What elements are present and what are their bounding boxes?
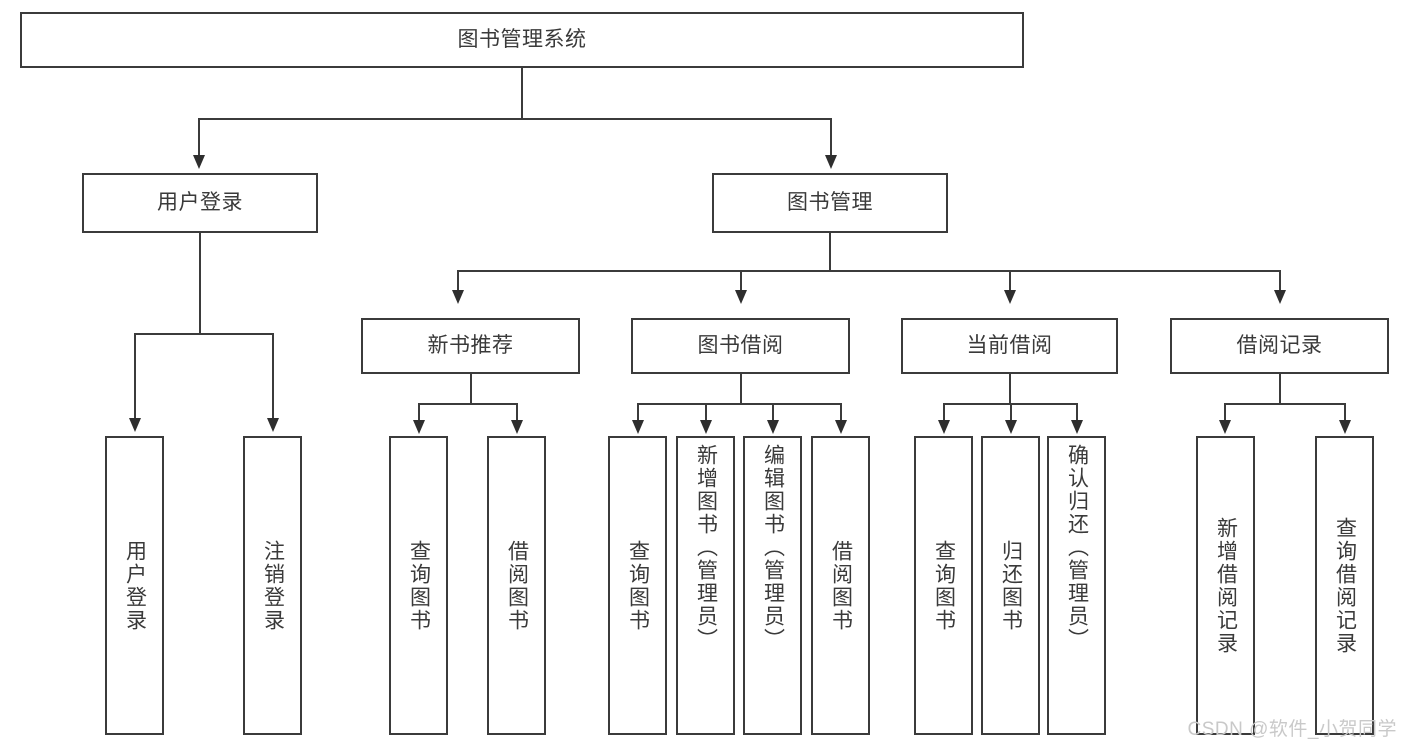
node-root-system[interactable]: 图书管理系统 (20, 12, 1024, 68)
connector-level2-bus (457, 270, 1281, 272)
leaf-label: 查询图书 (407, 539, 431, 632)
connector-user-login-stem (199, 233, 201, 334)
leaf-label: 新增图书（管理员） (694, 444, 718, 651)
connector-to-new-book (457, 270, 459, 290)
connector-new-book-leaf2 (516, 403, 518, 421)
node-label: 图书借阅 (697, 333, 784, 357)
connector-user-login-leaf1 (134, 333, 136, 418)
connector-current-borrow-leaf2 (1010, 403, 1012, 421)
connector-level1-bus (198, 118, 832, 120)
leaf-label: 查询借阅记录 (1333, 516, 1357, 655)
watermark-text: CSDN @软件_小贺同学 (1187, 719, 1397, 740)
leaf-label: 查询图书 (932, 539, 956, 632)
connector-new-book-bus (418, 403, 518, 405)
node-label: 新书推荐 (427, 333, 514, 357)
arrow-book-borrow-leaf1 (632, 420, 644, 434)
leaf-new-book-borrow-books[interactable]: 借阅图书 (487, 436, 546, 735)
node-borrow-record[interactable]: 借阅记录 (1170, 318, 1389, 374)
connector-new-book-leaf1 (418, 403, 420, 421)
leaf-borrow-record-query-record[interactable]: 查询借阅记录 (1315, 436, 1374, 735)
leaf-new-book-query-books[interactable]: 查询图书 (389, 436, 448, 735)
connector-user-login-leaf2 (272, 333, 274, 418)
leaf-label: 查询图书 (626, 539, 650, 632)
connector-current-borrow-leaf3 (1076, 403, 1078, 421)
arrow-borrow-record-leaf2 (1339, 420, 1351, 434)
node-new-book-recommend[interactable]: 新书推荐 (361, 318, 580, 374)
leaf-book-borrow-borrow-books[interactable]: 借阅图书 (811, 436, 870, 735)
arrow-user-login-leaf1 (129, 418, 141, 432)
connector-to-borrow-record (1279, 270, 1281, 290)
node-current-borrow[interactable]: 当前借阅 (901, 318, 1118, 374)
connector-to-current-borrow (1009, 270, 1011, 290)
arrow-borrow-record-leaf1 (1219, 420, 1231, 434)
connector-to-user-login (198, 118, 200, 156)
arrow-new-book-leaf1 (413, 420, 425, 434)
connector-user-login-bus (134, 333, 272, 335)
connector-to-book-mgmt (830, 118, 832, 156)
leaf-user-login-login[interactable]: 用户登录 (105, 436, 164, 735)
leaf-current-borrow-return-books[interactable]: 归还图书 (981, 436, 1040, 735)
arrow-book-borrow-leaf2 (700, 420, 712, 434)
connector-book-borrow-bus (637, 403, 841, 405)
connector-book-borrow-leaf2 (705, 403, 707, 421)
leaf-current-borrow-query-books[interactable]: 查询图书 (914, 436, 973, 735)
leaf-book-borrow-query-books[interactable]: 查询图书 (608, 436, 667, 735)
leaf-user-login-logout[interactable]: 注销登录 (243, 436, 302, 735)
node-label: 用户登录 (157, 190, 243, 214)
leaf-current-borrow-confirm-return-admin[interactable]: 确认归还（管理员） (1047, 436, 1106, 735)
node-user-login[interactable]: 用户登录 (82, 173, 318, 233)
leaf-book-borrow-edit-book-admin[interactable]: 编辑图书（管理员） (743, 436, 802, 735)
connector-book-borrow-leaf3 (772, 403, 774, 421)
leaf-label: 注销登录 (261, 539, 285, 632)
leaf-label: 新增借阅记录 (1214, 516, 1238, 655)
connector-book-borrow-leaf4 (840, 403, 842, 421)
arrow-current-borrow-leaf2 (1005, 420, 1017, 434)
leaf-label: 借阅图书 (505, 539, 529, 632)
leaf-label: 用户登录 (123, 539, 147, 632)
connector-borrow-record-bus (1224, 403, 1345, 405)
node-label: 借阅记录 (1236, 333, 1323, 357)
connector-book-borrow-leaf1 (637, 403, 639, 421)
arrow-current-borrow-leaf1 (938, 420, 950, 434)
arrow-to-user-login (193, 155, 205, 169)
connector-current-borrow-leaf1 (943, 403, 945, 421)
connector-borrow-record-leaf1 (1224, 403, 1226, 421)
node-label: 图书管理系统 (457, 27, 587, 51)
node-label: 图书管理 (787, 190, 873, 214)
connector-new-book-stem (470, 374, 472, 404)
connector-to-book-borrow (740, 270, 742, 290)
leaf-label: 借阅图书 (829, 539, 853, 632)
arrow-to-book-borrow (735, 290, 747, 304)
arrow-to-new-book (452, 290, 464, 304)
arrow-book-borrow-leaf4 (835, 420, 847, 434)
arrow-to-current-borrow (1004, 290, 1016, 304)
connector-current-borrow-stem (1009, 374, 1011, 404)
leaf-label: 确认归还（管理员） (1065, 444, 1089, 651)
arrow-user-login-leaf2 (267, 418, 279, 432)
connector-book-borrow-stem (740, 374, 742, 404)
node-label: 当前借阅 (966, 333, 1053, 357)
node-book-management[interactable]: 图书管理 (712, 173, 948, 233)
leaf-label: 编辑图书（管理员） (761, 444, 785, 651)
arrow-to-borrow-record (1274, 290, 1286, 304)
leaf-borrow-record-add-record[interactable]: 新增借阅记录 (1196, 436, 1255, 735)
connector-root-stem (521, 68, 523, 119)
arrow-current-borrow-leaf3 (1071, 420, 1083, 434)
connector-borrow-record-leaf2 (1344, 403, 1346, 421)
leaf-book-borrow-add-book-admin[interactable]: 新增图书（管理员） (676, 436, 735, 735)
connector-book-mgmt-stem (829, 233, 831, 271)
node-book-borrow[interactable]: 图书借阅 (631, 318, 850, 374)
connector-borrow-record-stem (1279, 374, 1281, 404)
leaf-label: 归还图书 (999, 539, 1023, 632)
arrow-to-book-mgmt (825, 155, 837, 169)
arrow-book-borrow-leaf3 (767, 420, 779, 434)
arrow-new-book-leaf2 (511, 420, 523, 434)
